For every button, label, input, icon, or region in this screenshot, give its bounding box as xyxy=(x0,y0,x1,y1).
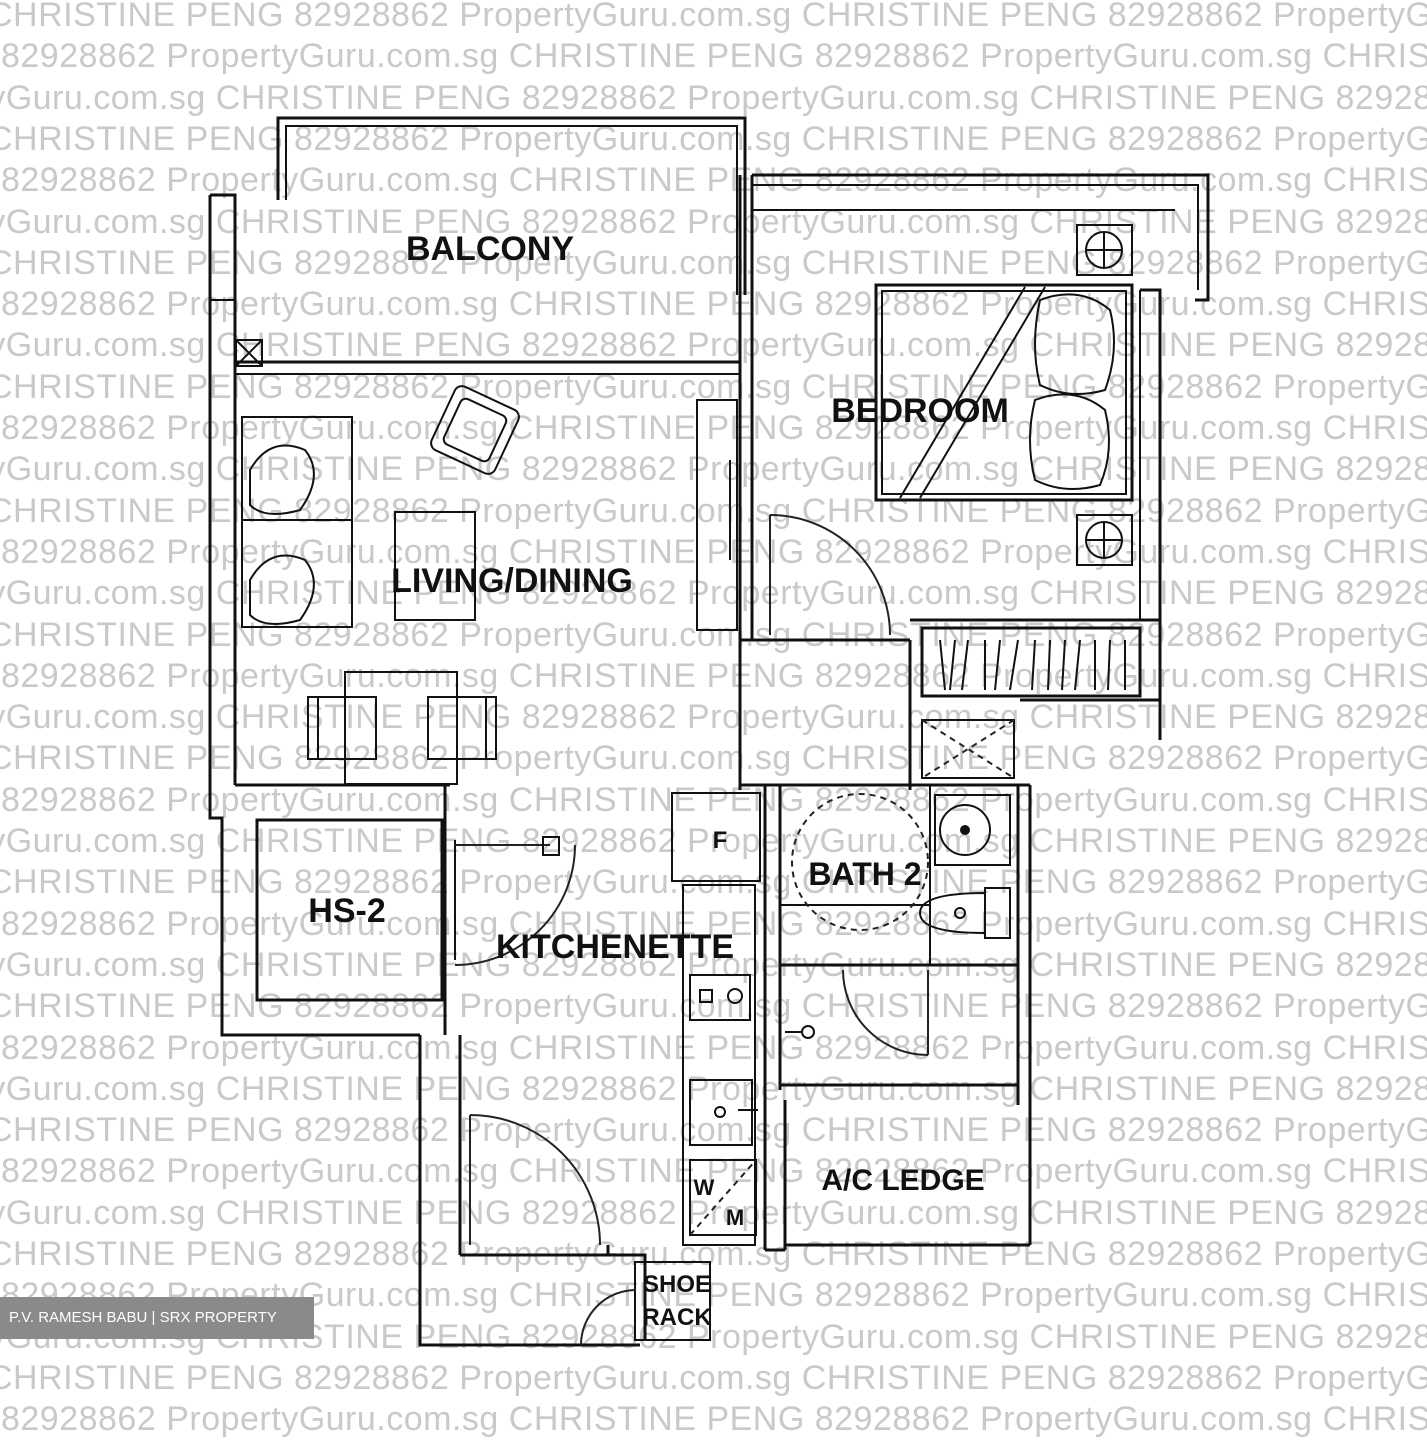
basin xyxy=(934,794,1011,866)
fridge-label: F xyxy=(713,827,728,854)
rack-label: RACK xyxy=(642,1304,712,1331)
watermark-line: CHRISTINE PENG 82928862 PropertyGuru.com… xyxy=(0,0,1427,34)
watermark-line: CHRISTINE PENG 82928862 PropertyGuru.com… xyxy=(0,37,1427,76)
watermark-line: CHRISTINE PENG 82928862 PropertyGuru.com… xyxy=(0,326,1427,365)
watermark-line: CHRISTINE PENG 82928862 PropertyGuru.com… xyxy=(0,78,1427,117)
watermark-line: CHRISTINE PENG 82928862 PropertyGuru.com… xyxy=(0,698,1427,737)
watermark-line: CHRISTINE PENG 82928862 PropertyGuru.com… xyxy=(0,574,1427,613)
watermark-line: CHRISTINE PENG 82928862 PropertyGuru.com… xyxy=(0,1193,1427,1232)
dining-set xyxy=(307,671,497,785)
toilet xyxy=(918,887,1011,939)
balcony-walls xyxy=(235,116,747,375)
kitchenette-walls xyxy=(418,640,761,1347)
watermark-line: CHRISTINE PENG 82928862 PropertyGuru.com… xyxy=(0,243,1427,282)
bed xyxy=(874,283,1134,502)
kitchenette-label: KITCHENETTE xyxy=(496,928,734,966)
watermark-line: CHRISTINE PENG 82928862 PropertyGuru.com… xyxy=(0,615,1427,654)
washer xyxy=(689,1159,757,1236)
shower-circle xyxy=(791,793,929,931)
hob xyxy=(689,974,751,1021)
bath2-walls xyxy=(740,783,1032,1252)
armchair xyxy=(430,385,520,475)
coffee-table xyxy=(394,511,476,621)
watermark-line: CHRISTINE PENG 82928862 PropertyGuru.com… xyxy=(0,1400,1427,1439)
shoe-rack-area xyxy=(580,1245,711,1346)
watermark-line: CHRISTINE PENG 82928862 PropertyGuru.com… xyxy=(0,1152,1427,1191)
central-partition xyxy=(696,175,910,642)
watermark-line: CHRISTINE PENG 82928862 PropertyGuru.com… xyxy=(0,1358,1427,1397)
washer-m-label: M xyxy=(726,1205,744,1230)
shoe-label: SHOE xyxy=(643,1271,711,1298)
sofa xyxy=(241,416,353,628)
hs2-walls xyxy=(208,783,456,1037)
watermark-line: CHRISTINE PENG 82928862 PropertyGuru.com… xyxy=(0,945,1427,984)
kitchen-sink xyxy=(689,1079,758,1146)
ac-ledge-label: A/C LEDGE xyxy=(821,1164,984,1197)
living-dining-label: LIVING/DINING xyxy=(391,562,633,600)
vanity-tap xyxy=(785,1025,815,1039)
watermark-line: CHRISTINE PENG 82928862 PropertyGuru.com… xyxy=(0,822,1427,860)
balcony-label: BALCONY xyxy=(406,230,574,268)
watermark-line: CHRISTINE PENG 82928862 PropertyGuru.com… xyxy=(0,491,1427,530)
kitchen-door xyxy=(454,836,576,966)
hs2-label: HS-2 xyxy=(308,892,385,930)
bath2-label: BATH 2 xyxy=(808,856,921,892)
bedside-lamp-top xyxy=(1076,224,1133,276)
watermark-line: CHRISTINE PENG 82928862 PropertyGuru.com… xyxy=(0,780,1427,819)
watermark-line: CHRISTINE PENG 82928862 PropertyGuru.com… xyxy=(0,1069,1427,1108)
watermark-line: CHRISTINE PENG 82928862 PropertyGuru.com… xyxy=(0,739,1427,778)
bedroom-label: BEDROOM xyxy=(831,392,1009,430)
watermark-line: CHRISTINE PENG 82928862 PropertyGuru.com… xyxy=(0,161,1427,200)
wardrobe xyxy=(920,626,1142,698)
watermark-line: CHRISTINE PENG 82928862 PropertyGuru.com… xyxy=(0,532,1427,571)
watermark-line: CHRISTINE PENG 82928862 PropertyGuru.com… xyxy=(0,450,1427,489)
watermark-line: CHRISTINE PENG 82928862 PropertyGuru.com… xyxy=(0,904,1427,943)
service-shaft xyxy=(921,719,1015,779)
watermark-line: CHRISTINE PENG 82928862 PropertyGuru.com… xyxy=(0,409,1427,447)
watermark-line: CHRISTINE PENG 82928862 PropertyGuru.com… xyxy=(0,202,1427,241)
main-door xyxy=(469,1114,601,1246)
washer-w-label: W xyxy=(694,1175,715,1200)
left-outer-wall xyxy=(208,193,263,785)
watermark-line: CHRISTINE PENG 82928862 PropertyGuru.com… xyxy=(0,1235,1427,1273)
watermark-line: CHRISTINE PENG 82928862 PropertyGuru.com… xyxy=(0,863,1427,902)
bedroom-walls xyxy=(752,173,1210,790)
watermark-line: CHRISTINE PENG 82928862 PropertyGuru.com… xyxy=(0,656,1427,695)
watermark-line: CHRISTINE PENG 82928862 PropertyGuru.com… xyxy=(0,285,1427,324)
watermark-line: CHRISTINE PENG 82928862 PropertyGuru.com… xyxy=(0,1111,1427,1150)
credit-banner: P.V. RAMESH BABU | SRX PROPERTY xyxy=(0,1297,314,1339)
bedroom-door xyxy=(769,514,891,636)
watermark-line: CHRISTINE PENG 82928862 PropertyGuru.com… xyxy=(0,987,1427,1026)
bedside-lamp-bottom xyxy=(1076,514,1133,566)
bath-door xyxy=(842,969,929,1056)
